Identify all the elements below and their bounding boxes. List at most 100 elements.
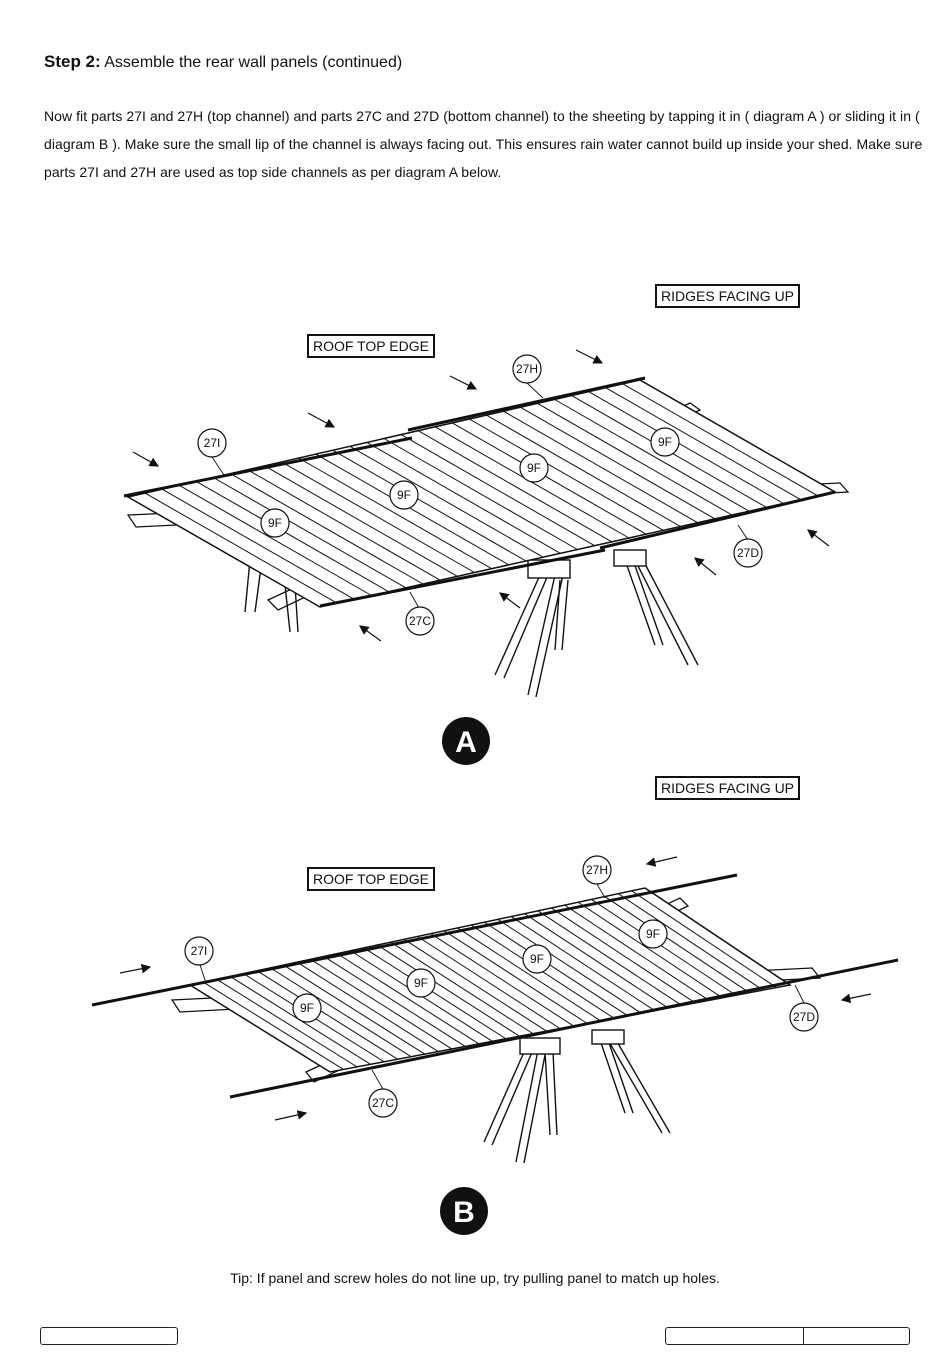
sheet-rib (196, 480, 389, 593)
tip-text: If panel and screw holes do not line up,… (252, 1270, 720, 1286)
diagram-b-callout-9f-2: 9F (530, 952, 544, 966)
sheet-rib (417, 936, 561, 1029)
sheet-rib (264, 465, 458, 577)
sheet-rib (144, 492, 338, 604)
diagram-a-callout-9f-3: 9F (397, 488, 411, 502)
diagram-b-callout-9f-4: 9F (300, 1001, 314, 1015)
sheet-rib (497, 918, 642, 1014)
sheet-rib (256, 970, 398, 1060)
diagram-b-badge: B (440, 1187, 488, 1235)
footer-left-box (40, 1327, 178, 1345)
sheet-rib (524, 913, 669, 1009)
instruction-paragraph: Now fit parts 27I and 27H (top channel) … (44, 108, 923, 180)
diagram-b-callouts (184, 855, 819, 1118)
sheet-rib (417, 430, 613, 543)
sheet-rib (298, 457, 492, 570)
sheet-rib (270, 967, 412, 1058)
diagram-a-callout-27h: 27H (516, 362, 538, 376)
diagram-b-callout-9f-1: 9F (646, 927, 660, 941)
sheet-rib (213, 477, 407, 589)
sheet-rib (390, 941, 534, 1035)
sheet-rib (400, 434, 595, 547)
diagram-b-channels (91, 873, 899, 1099)
diagram-a-callout-27d: 27D (737, 546, 759, 560)
diagram-a-arrows (132, 349, 830, 642)
sheet-rib (216, 978, 358, 1068)
diagram-a-badge: A (442, 717, 490, 765)
tip-line: Tip: If panel and screw holes do not lin… (0, 1270, 950, 1286)
step-title: Assemble the rear wall panels (continued… (104, 54, 403, 71)
sheet-rib (230, 473, 424, 585)
sheet-rib (336, 953, 480, 1045)
sheet-rib (363, 947, 507, 1040)
sheet-rib (503, 410, 698, 524)
sheet-rib (332, 449, 527, 562)
sheet-rib (310, 958, 453, 1050)
sheet-rib (443, 930, 588, 1024)
sheet-rib (403, 938, 547, 1032)
sheet-rib (486, 414, 681, 527)
diagram-a-roof-edge-label: ROOF TOP EDGE (307, 334, 435, 358)
sheet-rib (315, 453, 510, 566)
diagram-a-sawhorse-legs (244, 549, 699, 698)
sheet-rib (281, 461, 475, 573)
diagram-a-callout-27c: 27C (409, 614, 431, 628)
sheet-rib (484, 921, 628, 1017)
diagram-b-callout-27h: 27H (586, 863, 608, 877)
sheet-rib (430, 933, 574, 1027)
sheet-rib (349, 445, 544, 558)
diagram-b (91, 856, 899, 1164)
sheet-rib (577, 901, 723, 999)
sheet-rib (604, 896, 750, 994)
tip-label: Tip: (230, 1270, 253, 1286)
step-heading: Step 2: Assemble the rear wall panels (c… (44, 52, 402, 72)
sheet-rib (469, 418, 664, 531)
sheet-rib (551, 907, 696, 1004)
diagram-a-callout-27i: 27I (204, 436, 221, 450)
sheet-rib (537, 910, 683, 1006)
diagram-b-callout-27d: 27D (793, 1010, 815, 1024)
diagram-b-roof-edge-label: ROOF TOP EDGE (307, 867, 435, 891)
sheet-rib (605, 387, 801, 501)
diagram-b-sawhorse-legs (483, 1029, 671, 1164)
footer-right-divider (803, 1328, 804, 1344)
sheet-rib (588, 391, 784, 504)
diagram-b-callout-27i: 27I (191, 944, 208, 958)
diagram-a-callout-9f-1: 9F (658, 435, 672, 449)
sheet-rib (323, 956, 466, 1047)
sheet-rib (591, 898, 737, 996)
diagram-a-badge-letter: A (455, 726, 477, 759)
diagram-a-callouts (197, 354, 763, 636)
sheet-rib (457, 927, 601, 1022)
step-number: Step 2: (44, 52, 101, 71)
diagram-b-callout-9f-3: 9F (414, 976, 428, 990)
sheet-rib (564, 904, 710, 1001)
sheet-rib (283, 964, 425, 1055)
sheet-rib (161, 488, 355, 600)
diagram-a-ridges-label: RIDGES FACING UP (655, 284, 801, 308)
sheet-rib (377, 944, 520, 1037)
sheet-rib (520, 406, 716, 520)
sheet-rib (622, 383, 819, 497)
sheet-rib (178, 484, 372, 596)
diagram-b-ridges-label: RIDGES FACING UP (655, 776, 801, 800)
diagram-a-callout-9f-4: 9F (268, 516, 282, 530)
diagram-a-callout-9f-2: 9F (527, 461, 541, 475)
sheet-rib (296, 961, 439, 1052)
diagram-a (123, 349, 850, 698)
sheet-rib (452, 422, 647, 535)
sheet-rib (537, 402, 733, 516)
sheet-rib (510, 916, 655, 1012)
diagram-b-badge-letter: B (453, 1196, 475, 1229)
sheet-rib (366, 441, 561, 554)
sheet-rib (203, 981, 344, 1070)
diagram-b-arrows (119, 856, 872, 1121)
sheet-rib (617, 893, 764, 991)
diagram-b-callout-27c: 27C (372, 1096, 394, 1110)
sheet-rib (383, 438, 578, 550)
footer-right-box (665, 1327, 910, 1345)
sheet-rib (247, 469, 441, 581)
sheet-rib (554, 399, 750, 512)
diagram-a-channels (123, 376, 836, 608)
